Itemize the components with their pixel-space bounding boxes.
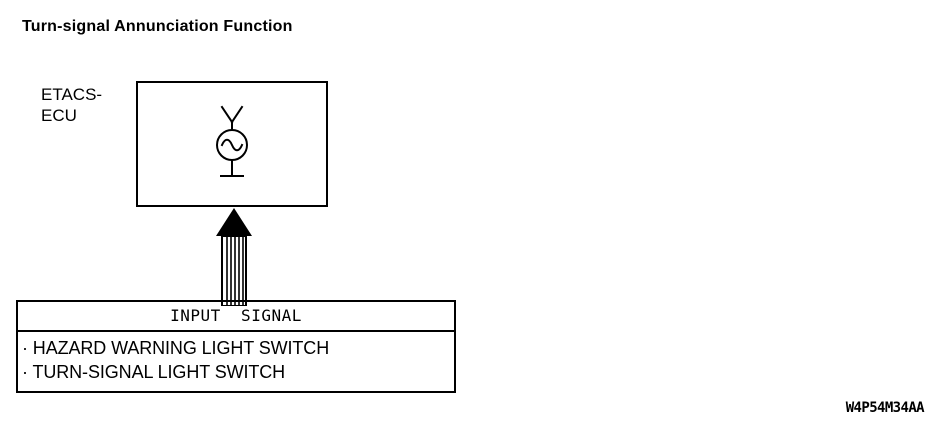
upward-striped-arrow [196, 206, 272, 307]
list-item: · TURN-SIGNAL LIGHT SWITCH [22, 362, 286, 382]
diagram-code: W4P54M34AA [845, 400, 925, 416]
page-title: Turn-signal Annunciation Function [22, 18, 293, 35]
list-item: · HAZARD WARNING LIGHT SWITCH [22, 338, 330, 358]
buzzer-ac-source-symbol [200, 104, 264, 186]
etacs-ecu-label: ETACS- ECU [41, 85, 103, 125]
input-signal-title: INPUT SIGNAL [170, 305, 302, 325]
input-signal-box [16, 300, 456, 393]
input-signal-header: INPUT SIGNAL [16, 300, 456, 332]
